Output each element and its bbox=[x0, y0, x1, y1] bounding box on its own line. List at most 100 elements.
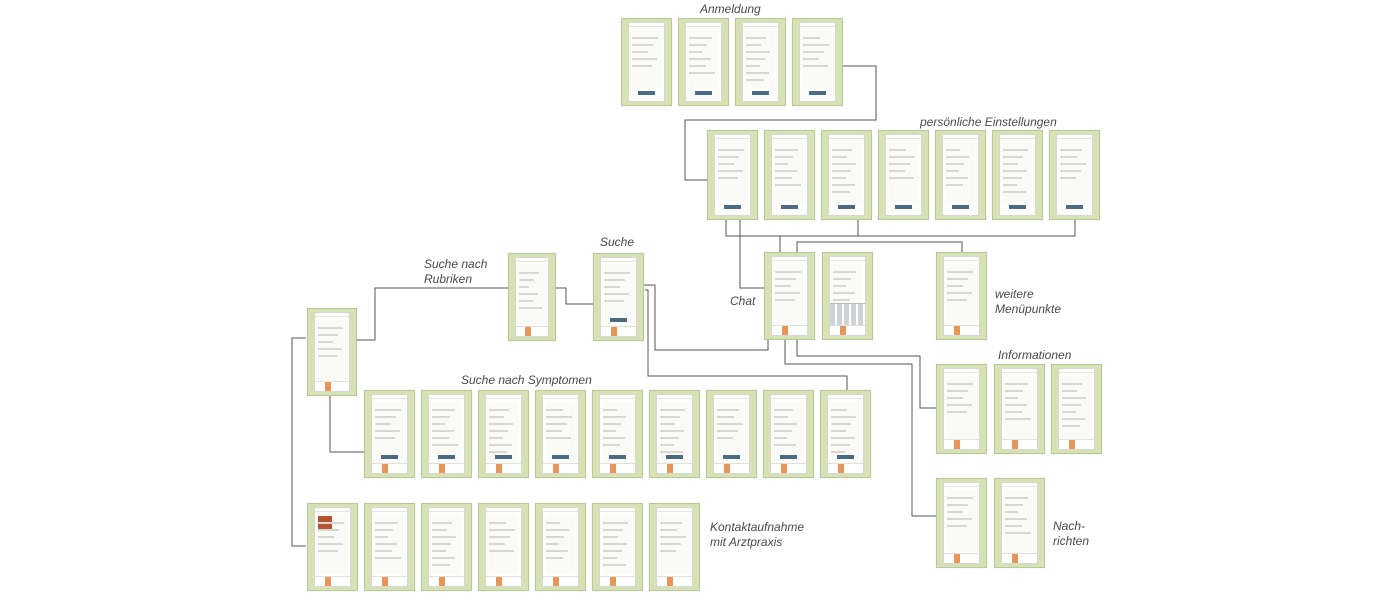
content-line bbox=[603, 529, 623, 531]
phone-frame bbox=[542, 394, 579, 474]
content-line bbox=[746, 51, 770, 53]
content-line bbox=[489, 550, 514, 552]
content-line bbox=[318, 355, 337, 357]
label-kontaktaufnahme-2: mit Arztpraxis bbox=[710, 535, 783, 549]
content-line bbox=[318, 536, 334, 538]
content-line bbox=[1005, 504, 1023, 506]
tab-bar bbox=[772, 325, 807, 335]
screen-suche-nach-symptomen-2 bbox=[421, 390, 472, 478]
screen-suche-nach-symptomen-7 bbox=[706, 390, 757, 478]
label-suche-nach-symptomen: Suche nach Symptomen bbox=[461, 373, 592, 387]
phone-frame bbox=[656, 507, 693, 587]
content-line bbox=[947, 397, 963, 399]
content-line bbox=[519, 272, 539, 274]
screen-kontaktaufnahme-mit-arztpraxis-3 bbox=[421, 503, 472, 591]
primary-button bbox=[779, 455, 798, 459]
content-line bbox=[375, 536, 388, 538]
content-line bbox=[832, 156, 847, 158]
phone-frame bbox=[828, 134, 865, 216]
status-bar bbox=[743, 23, 778, 27]
screen-nachrichten-2 bbox=[994, 478, 1045, 568]
content-line bbox=[889, 149, 906, 151]
primary-button bbox=[437, 455, 456, 459]
content-line bbox=[660, 550, 676, 552]
content-line bbox=[375, 529, 393, 531]
primary-button bbox=[637, 91, 656, 95]
screen-suche-nach-symptomen-3 bbox=[478, 390, 529, 478]
content-line bbox=[432, 409, 455, 411]
content-line bbox=[803, 51, 824, 53]
content-line bbox=[660, 423, 675, 425]
status-bar bbox=[943, 135, 978, 139]
content-line bbox=[717, 437, 733, 439]
active-tab bbox=[666, 464, 674, 473]
label-chat: Chat bbox=[730, 294, 756, 308]
phone-frame bbox=[942, 134, 979, 216]
status-bar bbox=[944, 369, 979, 373]
content-line bbox=[603, 437, 625, 439]
screen-persoenliche-einstellungen-6 bbox=[992, 130, 1043, 220]
primary-button bbox=[894, 205, 913, 209]
content-line bbox=[947, 299, 967, 301]
active-tab bbox=[723, 464, 731, 473]
screen-anmeldung-2 bbox=[678, 18, 729, 106]
content-line bbox=[632, 37, 658, 39]
active-tab bbox=[780, 464, 788, 473]
active-tab bbox=[324, 577, 332, 586]
content-line bbox=[947, 292, 972, 294]
phone-frame bbox=[371, 394, 408, 474]
status-bar bbox=[600, 395, 635, 399]
screen-suche-nach-symptomen-9 bbox=[820, 390, 871, 478]
content-line bbox=[432, 444, 458, 446]
content-line bbox=[375, 543, 397, 545]
content-line bbox=[774, 409, 793, 411]
tab-bar bbox=[372, 463, 407, 473]
tab-bar bbox=[944, 553, 979, 563]
label-suche: Suche bbox=[600, 235, 635, 249]
active-tab bbox=[609, 464, 617, 473]
connector-einstellungen-chat-1 bbox=[739, 210, 764, 289]
content-line bbox=[432, 543, 451, 545]
primary-button bbox=[751, 91, 770, 95]
content-line bbox=[946, 177, 968, 179]
content-line bbox=[889, 163, 910, 165]
label-suche-nach-rubriken-2: Rubriken bbox=[424, 272, 473, 286]
content-line bbox=[660, 437, 679, 439]
screen-kontaktaufnahme-mit-arztpraxis-1 bbox=[307, 503, 358, 591]
content-line bbox=[1003, 177, 1022, 179]
content-line bbox=[432, 522, 452, 524]
content-line bbox=[489, 536, 510, 538]
label-nachrichten-1: Nach- bbox=[1053, 519, 1086, 533]
content-line bbox=[632, 51, 648, 53]
tab-bar bbox=[714, 463, 749, 473]
content-line bbox=[946, 163, 964, 165]
primary-button bbox=[723, 205, 742, 209]
phone-frame bbox=[943, 256, 980, 336]
content-line bbox=[775, 299, 795, 301]
screen-content bbox=[1060, 142, 1089, 203]
content-line bbox=[546, 536, 564, 538]
content-line bbox=[833, 278, 851, 280]
content-line bbox=[832, 191, 850, 193]
content-line bbox=[375, 522, 398, 524]
content-line bbox=[489, 522, 506, 524]
phone-frame bbox=[771, 256, 808, 336]
phone-frame bbox=[515, 257, 549, 337]
phone-frame bbox=[827, 394, 864, 474]
screen-persoenliche-einstellungen-3 bbox=[821, 130, 872, 220]
phone-frame bbox=[999, 134, 1036, 216]
content-line bbox=[831, 451, 845, 453]
content-line bbox=[947, 518, 972, 520]
content-line bbox=[489, 529, 515, 531]
content-line bbox=[832, 184, 855, 186]
content-line bbox=[1005, 397, 1018, 399]
connector-rubriken-suche bbox=[556, 287, 593, 305]
screen-suche-nach-rubriken-2 bbox=[508, 253, 556, 341]
screen-kontaktaufnahme-mit-arztpraxis-2 bbox=[364, 503, 415, 591]
content-line bbox=[1005, 383, 1028, 385]
content-line bbox=[1005, 525, 1022, 527]
active-tab bbox=[552, 464, 560, 473]
content-line bbox=[1005, 532, 1031, 534]
content-line bbox=[318, 543, 343, 545]
content-line bbox=[689, 72, 715, 74]
